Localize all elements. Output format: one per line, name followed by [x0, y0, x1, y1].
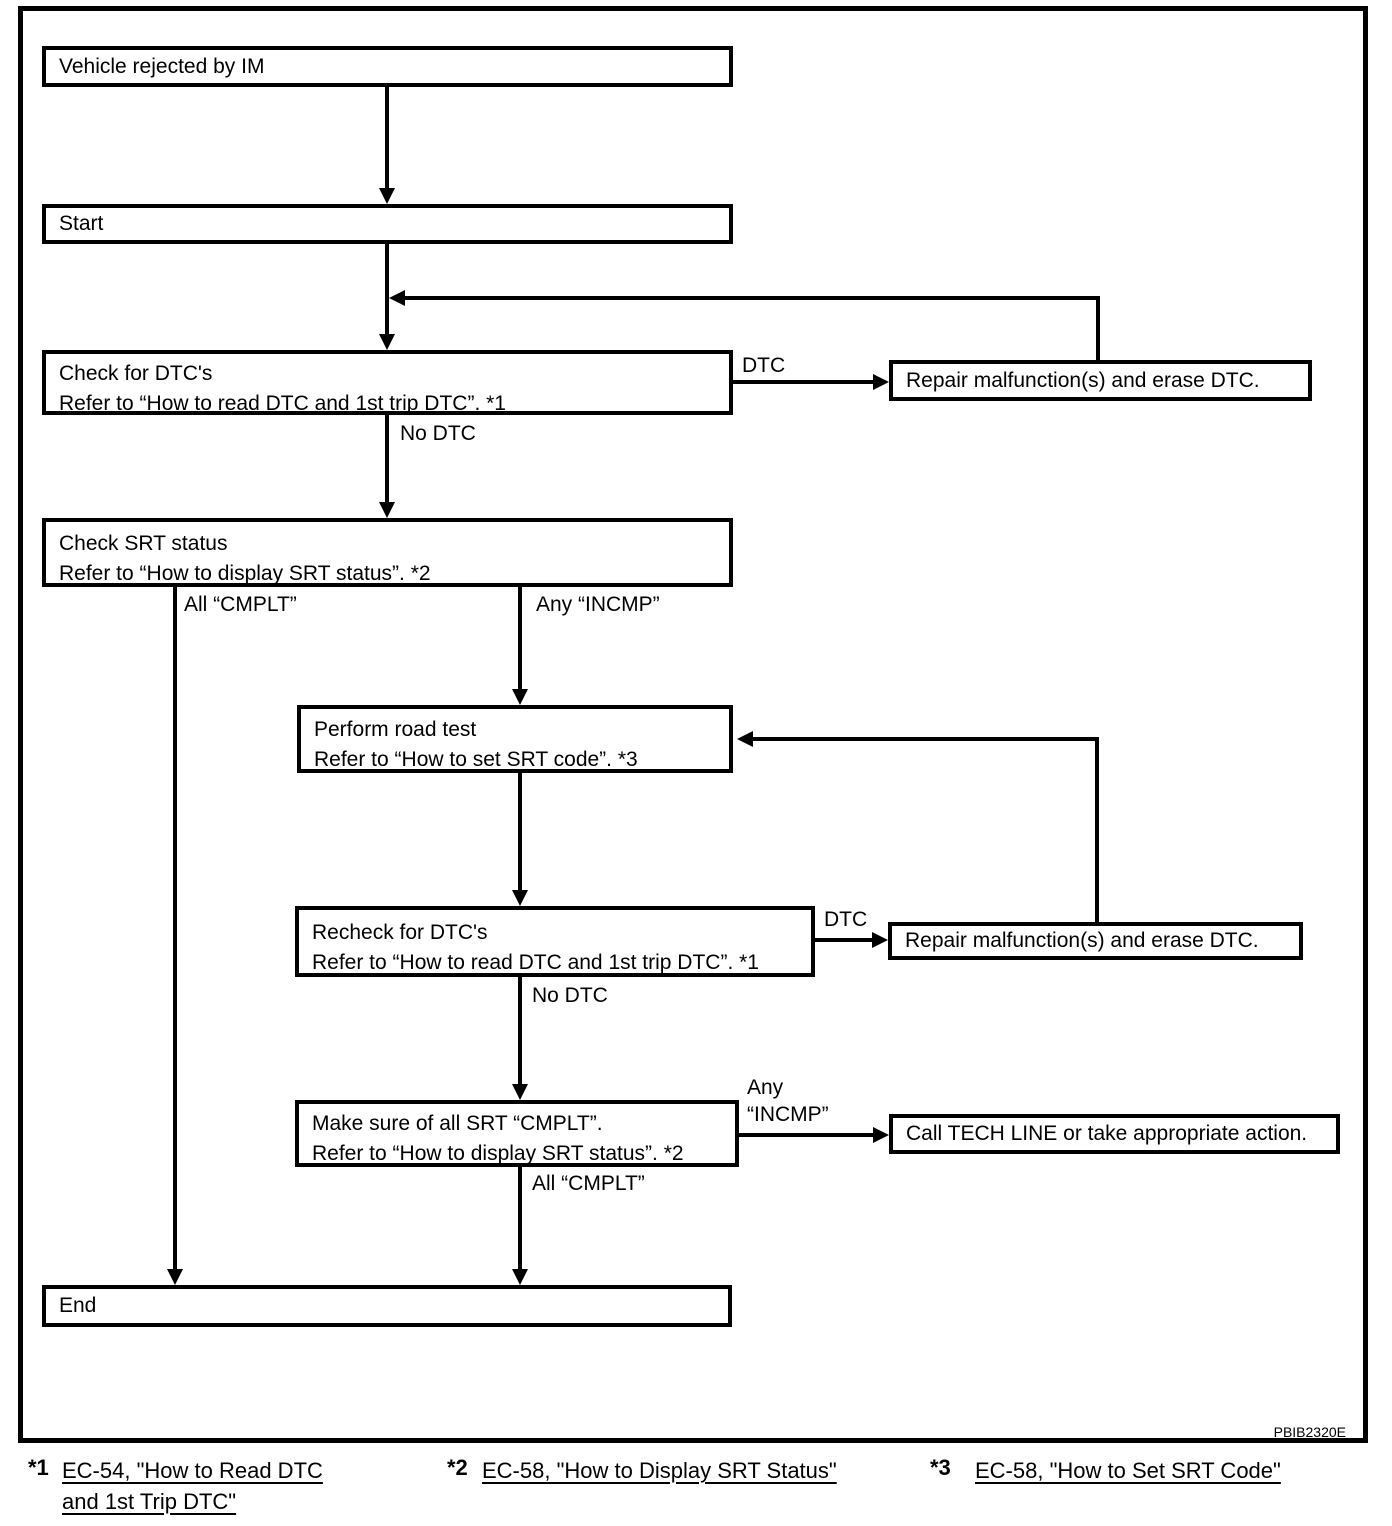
- node-call-tech-line: Call TECH LINE or take appropriate actio…: [889, 1114, 1340, 1154]
- node-repair-erase-2: Repair malfunction(s) and erase DTC.: [888, 922, 1303, 960]
- connector-check-dtc-to-check-srt: [385, 415, 389, 503]
- arrowhead-make-sure-to-end: [512, 1269, 528, 1285]
- node-repair-erase-1-label: Repair malfunction(s) and erase DTC.: [906, 368, 1260, 392]
- node-check-srt-line1: Check SRT status: [59, 532, 228, 555]
- connector-start-to-check-dtc: [385, 243, 389, 335]
- arrowhead-recheck-to-repair2: [872, 932, 888, 948]
- node-check-dtc-line2: Refer to “How to read DTC and 1st trip D…: [59, 392, 506, 415]
- edge-label-any-incmp-1: Any “INCMP”: [536, 591, 660, 618]
- arrowhead-check-dtc-to-check-srt: [379, 502, 395, 518]
- edge-label-any-incmp-2-line2: “INCMP”: [747, 1103, 829, 1126]
- figure-border: [18, 6, 1368, 1443]
- node-vehicle-rejected-label: Vehicle rejected by IM: [59, 54, 265, 78]
- edge-label-dtc-1: DTC: [742, 352, 786, 379]
- arrowhead-check-srt-to-road-test: [512, 689, 528, 705]
- connector-repair1-feedback-vertical: [1096, 296, 1100, 360]
- edge-label-no-dtc-1: No DTC: [400, 420, 476, 447]
- connector-repair2-feedback-horizontal: [752, 737, 1099, 741]
- connector-recheck-to-make-sure: [518, 977, 522, 1085]
- connector-vehicle-to-start: [385, 87, 389, 189]
- arrowhead-start-to-check-dtc: [379, 334, 395, 350]
- connector-repair1-feedback-horizontal: [404, 296, 1100, 300]
- node-recheck-dtc-line2: Refer to “How to read DTC and 1st trip D…: [312, 951, 759, 974]
- node-check-dtc: Check for DTC's Refer to “How to read DT…: [42, 350, 733, 415]
- arrowhead-repair1-feedback: [389, 290, 405, 306]
- connector-check-srt-to-end: [173, 587, 177, 1270]
- node-repair-erase-2-label: Repair malfunction(s) and erase DTC.: [905, 929, 1259, 952]
- connector-road-test-to-recheck: [518, 773, 522, 891]
- node-end-label: End: [59, 1294, 97, 1317]
- node-call-tech-line-label: Call TECH LINE or take appropriate actio…: [906, 1122, 1308, 1145]
- footnote-1-marker: *1: [28, 1455, 49, 1480]
- footnote-3-marker: *3: [930, 1455, 951, 1480]
- figure-code: PBIB2320E: [1273, 1424, 1346, 1440]
- edge-label-no-dtc-2: No DTC: [532, 982, 608, 1009]
- arrowhead-check-dtc-to-repair1: [873, 374, 889, 390]
- connector-recheck-to-repair2: [815, 938, 874, 942]
- connector-repair2-feedback-vertical: [1095, 737, 1099, 922]
- footnote-2-marker: *2: [447, 1455, 468, 1480]
- arrowhead-vehicle-to-start: [379, 188, 395, 204]
- connector-check-srt-to-road-test: [518, 587, 522, 690]
- node-end: End: [42, 1285, 732, 1327]
- node-recheck-dtc-line1: Recheck for DTC's: [312, 921, 488, 944]
- node-start-label: Start: [59, 212, 104, 235]
- edge-label-all-cmplt-1: All “CMPLT”: [184, 591, 297, 618]
- node-check-srt: Check SRT status Refer to “How to displa…: [42, 518, 733, 587]
- edge-label-dtc-2: DTC: [824, 906, 868, 933]
- node-make-sure-srt-line2: Refer to “How to display SRT status”. *2: [312, 1142, 684, 1165]
- node-recheck-dtc: Recheck for DTC's Refer to “How to read …: [295, 906, 815, 977]
- node-road-test: Perform road test Refer to “How to set S…: [297, 705, 733, 773]
- footnote-3-link[interactable]: EC-58, "How to Set SRT Code": [975, 1458, 1281, 1483]
- arrowhead-make-sure-to-call-tech: [873, 1127, 889, 1143]
- node-vehicle-rejected: Vehicle rejected by IM: [42, 46, 733, 87]
- edge-label-any-incmp-2-line1: Any: [747, 1076, 784, 1099]
- arrowhead-repair2-feedback: [737, 731, 753, 747]
- arrowhead-recheck-to-make-sure: [512, 1084, 528, 1100]
- node-make-sure-srt-line1: Make sure of all SRT “CMPLT”.: [312, 1112, 603, 1135]
- arrowhead-road-test-to-recheck: [512, 890, 528, 906]
- node-check-dtc-line1: Check for DTC's: [59, 362, 213, 385]
- node-road-test-line1: Perform road test: [314, 718, 477, 741]
- connector-check-dtc-to-repair1: [733, 380, 875, 384]
- node-make-sure-srt: Make sure of all SRT “CMPLT”. Refer to “…: [295, 1100, 739, 1167]
- arrowhead-check-srt-to-end: [167, 1269, 183, 1285]
- footnote-1-link[interactable]: EC-54, "How to Read DTC and 1st Trip DTC…: [62, 1458, 323, 1514]
- node-start: Start: [42, 204, 733, 244]
- node-road-test-line2: Refer to “How to set SRT code”. *3: [314, 748, 638, 771]
- edge-label-any-incmp-2: Any “INCMP”: [747, 1074, 829, 1128]
- connector-make-sure-to-call-tech: [739, 1133, 875, 1137]
- connector-make-sure-to-end: [518, 1167, 522, 1270]
- footnote-2-link[interactable]: EC-58, "How to Display SRT Status": [482, 1458, 837, 1483]
- node-check-srt-line2: Refer to “How to display SRT status”. *2: [59, 562, 431, 585]
- edge-label-all-cmplt-2: All “CMPLT”: [532, 1170, 645, 1197]
- node-repair-erase-1: Repair malfunction(s) and erase DTC.: [889, 360, 1312, 401]
